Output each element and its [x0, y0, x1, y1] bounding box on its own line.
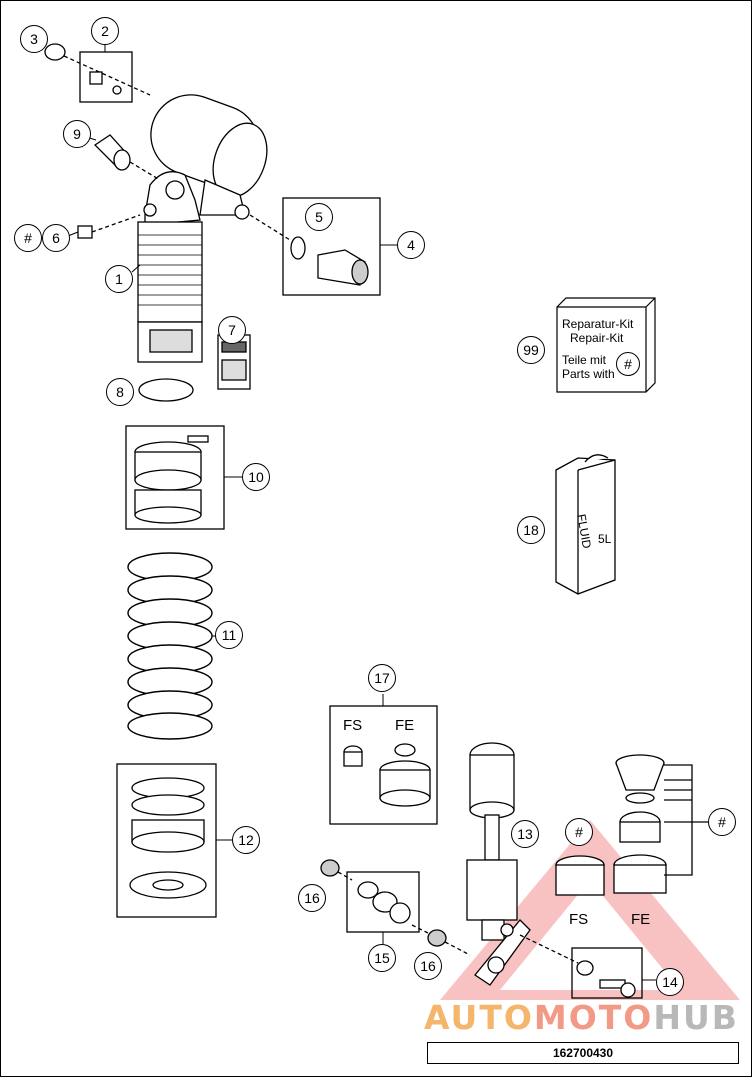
callout-12: 12: [232, 826, 260, 854]
part-14-box: [571, 947, 643, 999]
callout-16-top: 16: [298, 884, 326, 912]
part-14-bolt: [576, 960, 636, 998]
fs-part: [555, 855, 605, 896]
part-13-damper: [466, 742, 531, 986]
watermark-triangle: [440, 820, 740, 1000]
part-4-valve: [317, 249, 369, 286]
watermark-text: AUTOMOTOHUB: [424, 998, 739, 1037]
watermark-part3: HUB: [653, 998, 739, 1037]
callout-15: 15: [368, 944, 396, 972]
callout-9: 9: [63, 120, 91, 148]
repair-kit-line1: Reparatur-Kit: [562, 317, 634, 331]
callout-6: 6: [42, 224, 70, 252]
watermark-part2: MOTO: [533, 998, 654, 1037]
callout-11: 11: [215, 621, 243, 649]
callout-3: 3: [20, 25, 48, 53]
part-12-seat: [129, 777, 207, 899]
repair-kit-box: Reparatur-Kit Repair-Kit Teile mit Parts…: [556, 297, 656, 393]
part-9-bushing: [93, 134, 131, 171]
label-fe-top: FE: [395, 717, 415, 734]
part-6-bolt: [77, 225, 93, 239]
reservoir: [150, 94, 268, 216]
callout-hash-right: #: [708, 808, 736, 836]
callout-18: 18: [517, 516, 545, 544]
part-17-fe: [379, 743, 431, 807]
part-4-box: [282, 197, 381, 296]
callout-hash-6: #: [14, 224, 42, 252]
label-fs-top: FS: [343, 717, 363, 734]
callout-5: 5: [305, 203, 333, 231]
part-15-bushings: [357, 881, 411, 924]
part-8-ring: [138, 378, 194, 402]
callout-16-bottom: 16: [414, 952, 442, 980]
part-16-bottom: [427, 929, 447, 947]
callout-4: 4: [397, 231, 425, 259]
fluid-volume: 5L: [598, 532, 612, 546]
fe-stack: [613, 754, 667, 894]
callout-hash-13: #: [565, 818, 593, 846]
shock-body: [137, 221, 203, 363]
callout-2: 2: [91, 17, 119, 45]
watermark-part1: AUTO: [424, 998, 534, 1037]
callout-13: 13: [511, 820, 539, 848]
part-2-box: [79, 51, 133, 103]
part-7-decal: [217, 334, 251, 390]
part-11-spring: [127, 552, 213, 740]
repair-kit-line3: Teile mit: [562, 353, 607, 367]
callout-99: 99: [517, 336, 545, 364]
callout-17: 17: [368, 664, 396, 692]
label-fe-bottom: FE: [631, 911, 651, 928]
repair-kit-line2: Repair-Kit: [570, 331, 624, 345]
repair-kit-hash: #: [616, 352, 640, 376]
part-17-fs: [343, 745, 363, 767]
label-fs-bottom: FS: [569, 911, 589, 928]
callout-1: 1: [105, 265, 133, 293]
top-mount: [143, 171, 250, 226]
callout-7: 7: [218, 316, 246, 344]
part-18-fluid-can: [555, 454, 616, 595]
callout-14: 14: [656, 968, 684, 996]
part-3-cap: [44, 43, 66, 61]
callout-10: 10: [242, 463, 270, 491]
callout-8: 8: [106, 378, 134, 406]
part-number-box: 162700430: [427, 1042, 739, 1064]
repair-kit-line4: Parts with: [562, 367, 615, 381]
part-10-adjuster: [134, 435, 209, 524]
part-16-top: [320, 859, 340, 877]
